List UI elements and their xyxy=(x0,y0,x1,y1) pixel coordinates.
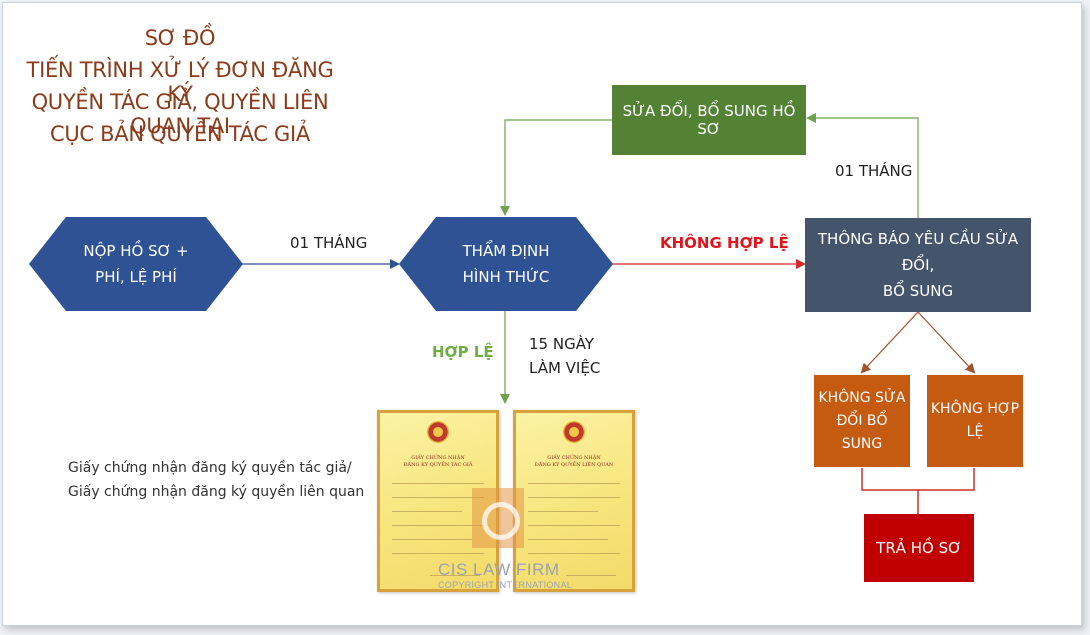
national-emblem-icon xyxy=(563,421,585,443)
notify-duration-label: 01 THÁNG xyxy=(835,162,913,180)
invalid-node-line-1: KHÔNG HỢP xyxy=(930,401,1020,417)
national-emblem-icon xyxy=(427,421,449,443)
connector-to-return xyxy=(861,468,975,491)
arrow-notify-to-not-amended xyxy=(860,311,919,374)
diagram-title-line-2: TIẾN TRÌNH XỬ LÝ ĐƠN ĐĂNG KÝ xyxy=(26,58,334,106)
related-rights-certificate-image: GIẤY CHỨNG NHẬN ĐĂNG KÝ QUYỀN LIÊN QUAN xyxy=(513,410,635,592)
valid-duration-label: 15 NGÀY LÀM VIỆC xyxy=(529,332,600,380)
certificate-caption-line-2: Giấy chứng nhận đăng ký quyền liên quan xyxy=(68,484,365,500)
submit-duration-label: 01 THÁNG xyxy=(290,234,368,252)
submit-node: NỘP HỒ SƠ + PHÍ, LỆ PHÍ xyxy=(28,216,244,312)
amend-node-label: SỬA ĐỔI, BỔ SUNG HỒ SƠ xyxy=(622,102,796,138)
valid-duration-line-1: 15 NGÀY xyxy=(529,335,594,353)
certificate-right-title-1: GIẤY CHỨNG NHẬN xyxy=(547,455,601,461)
not-amended-line-2: ĐỔI BỔ xyxy=(836,412,888,429)
certificate-left-title-1: GIẤY CHỨNG NHẬN xyxy=(411,455,465,461)
watermark-sub: COPYRIGHT INTERNATIONAL xyxy=(438,580,573,590)
certificate-left-title-2: ĐĂNG KÝ QUYỀN TÁC GIẢ xyxy=(403,462,473,468)
arrow-notify-to-invalid xyxy=(917,311,976,374)
arrow-notify-to-amend xyxy=(806,113,919,218)
diagram-title-line-4: CỤC BẢN QUYỀN TÁC GIẢ xyxy=(50,122,310,146)
not-amended-line-1: KHÔNG SỬA xyxy=(818,389,906,406)
notify-node: THÔNG BÁO YÊU CẦU SỬA ĐỔI, BỔ SUNG xyxy=(805,218,1031,312)
notify-node-line-1: THÔNG BÁO YÊU CẦU SỬA ĐỔI, xyxy=(817,230,1019,274)
notify-node-line-2: BỔ SUNG xyxy=(882,282,954,300)
submit-node-line-1: NỘP HỒ SƠ + xyxy=(83,242,189,260)
valid-duration-line-2: LÀM VIỆC xyxy=(529,359,601,377)
review-node-line-1: THẨM ĐỊNH xyxy=(462,242,550,260)
certificate-right-title-2: ĐĂNG KÝ QUYỀN LIÊN QUAN xyxy=(534,462,614,468)
invalid-edge-label: KHÔNG HỢP LỆ xyxy=(660,234,789,252)
review-node-line-2: HÌNH THỨC xyxy=(462,268,550,286)
diagram-title-line-3: QUYỀN TÁC GIẢ, QUYỀN LIÊN QUAN TẠI xyxy=(31,90,329,138)
submit-node-line-2: PHÍ, LỆ PHÍ xyxy=(95,268,177,286)
arrow-amend-to-review xyxy=(500,119,612,216)
valid-edge-label: HỢP LỆ xyxy=(432,343,494,361)
not-amended-node: KHÔNG SỬA ĐỔI BỔ SUNG xyxy=(814,375,910,467)
watermark-logo-icon xyxy=(472,488,524,548)
invalid-node-line-2: LỆ xyxy=(966,424,984,440)
amend-node: SỬA ĐỔI, BỔ SUNG HỒ SƠ xyxy=(612,85,806,155)
review-node: THẨM ĐỊNH HÌNH THỨC xyxy=(398,216,614,312)
invalid-node: KHÔNG HỢP LỆ xyxy=(927,375,1023,467)
diagram-title-line-1: SƠ ĐỒ xyxy=(144,26,216,50)
not-amended-line-3: SUNG xyxy=(841,435,883,452)
certificate-caption: Giấy chứng nhận đăng ký quyền tác giả/ G… xyxy=(68,456,364,504)
return-node-label: TRẢ HỒ SƠ xyxy=(876,539,962,557)
certificate-caption-line-1: Giấy chứng nhận đăng ký quyền tác giả/ xyxy=(68,460,352,476)
watermark-name: CIS LAW FIRM xyxy=(438,560,560,579)
return-node: TRẢ HỒ SƠ xyxy=(864,514,974,582)
